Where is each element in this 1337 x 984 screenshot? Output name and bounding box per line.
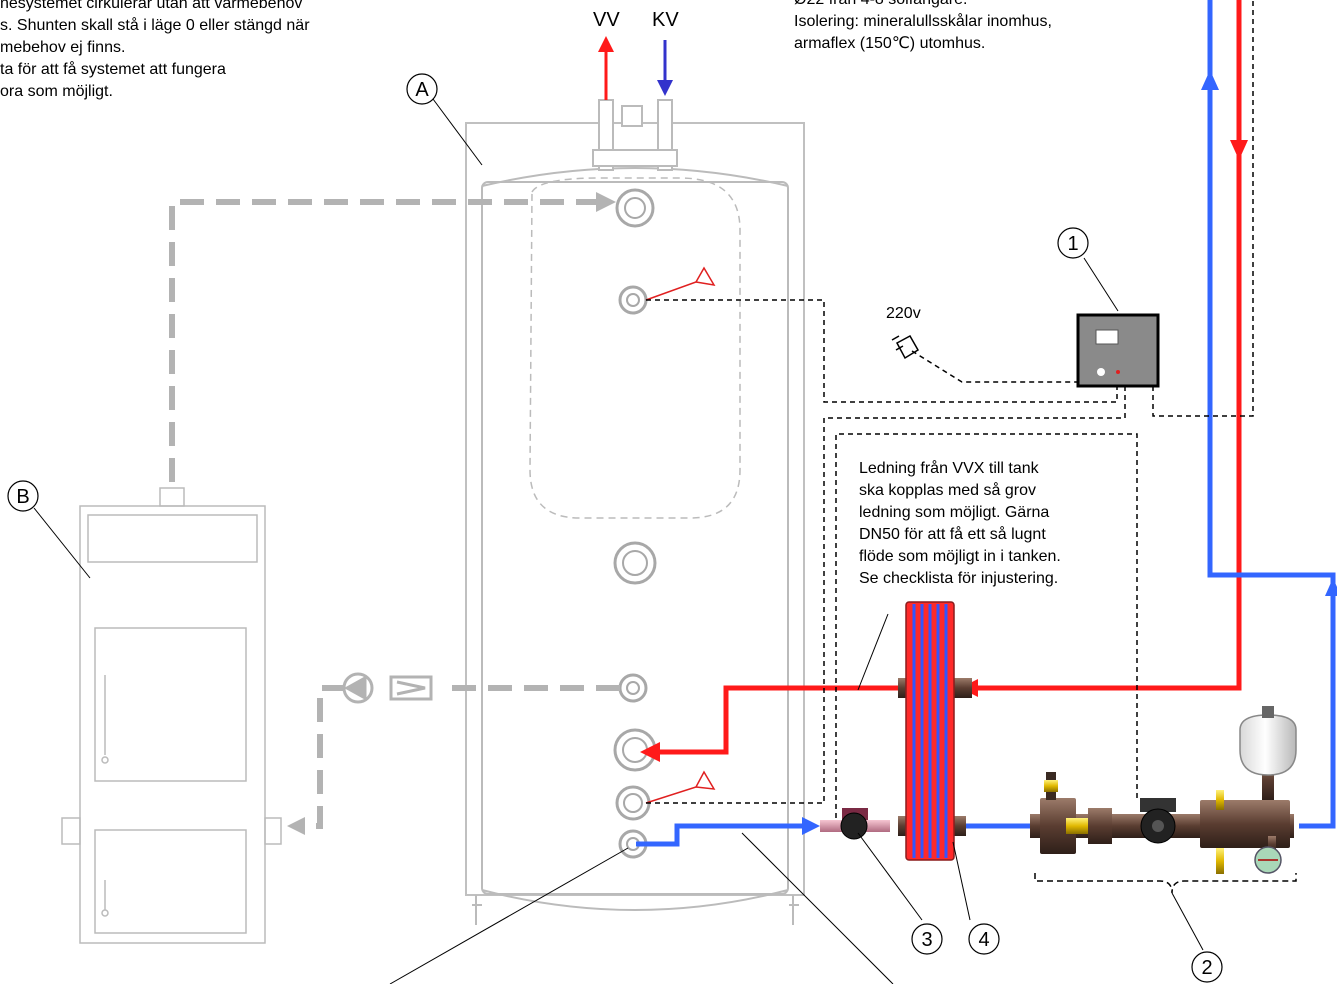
note-right-line-2: Isolering: mineralullsskålar inomhus,	[794, 13, 1052, 30]
callout-pump-3: 3	[911, 923, 943, 955]
expansion-vessel-icon	[1239, 706, 1297, 776]
tank-label: A	[415, 79, 429, 101]
pump-group-label: 2	[1201, 957, 1212, 979]
callout-pump-group-2: 2	[1191, 951, 1223, 983]
vvx-pipe-note: Ledning från VVX till tank ska kopplas m…	[859, 458, 1061, 590]
callout-controller-1: 1	[1057, 227, 1089, 259]
note-right-line-1: Ø22 från 4-8 solfångare.	[794, 0, 1052, 11]
cold-water-arrow	[657, 40, 673, 96]
vvx-note-line-4: DN50 för att få ett så lugnt	[859, 526, 1046, 543]
note-left-line-2: s. Shunten skall stå i läge 0 eller stän…	[0, 17, 310, 34]
hot-water-label: VV	[593, 9, 620, 31]
callout-heat-exchanger-4: 4	[968, 923, 1000, 955]
pump-group-bracket	[1034, 873, 1297, 894]
note-left-line-1: nesystemet cirkulerar utan att värmebeho…	[0, 0, 303, 12]
pump-label: 3	[921, 929, 932, 951]
plate-heat-exchanger	[898, 601, 972, 861]
vvx-note-line-6: Se checklista för injustering.	[859, 570, 1059, 587]
solar-pump-station	[1030, 760, 1294, 874]
temperature-sensor-icons	[645, 266, 716, 804]
vvx-note-line-5: flöde som möjligt in i tanken.	[859, 548, 1061, 565]
controller-label: 1	[1067, 233, 1078, 255]
boiler-circuit-arrows	[287, 192, 616, 835]
note-left-line-3: mebehov ej finns.	[0, 39, 126, 56]
cold-water-label: KV	[652, 9, 679, 31]
note-left-line-5: ora som möjligt.	[0, 83, 113, 100]
callout-tank-a: A	[406, 73, 438, 105]
installation-note-right: Ø22 från 4-8 solfångare. Isolering: mine…	[794, 0, 1052, 55]
boiler-check-valve-icon	[389, 675, 433, 701]
note-right-line-3: armaflex (150℃) utomhus.	[794, 35, 986, 52]
solar-controller	[1076, 313, 1160, 388]
leader-lines	[33, 98, 1204, 984]
solar-supply-pipe	[655, 0, 1242, 755]
boiler-circuit-dashed	[169, 199, 620, 829]
note-left-line-4: ta för att få systemet att fungera	[0, 61, 226, 78]
accumulator-tank	[465, 99, 805, 925]
boiler-label: B	[16, 486, 29, 508]
boiler-pump-icon	[342, 672, 374, 704]
tank-connections	[613, 188, 657, 859]
hot-water-arrow	[598, 36, 614, 100]
vvx-note-line-1: Ledning från VVX till tank	[859, 460, 1039, 477]
circulation-pump-icon	[820, 808, 890, 840]
wood-boiler	[61, 487, 282, 944]
callout-boiler-b: B	[7, 480, 39, 512]
power-plug-icon	[891, 334, 920, 360]
installation-note-left: nesystemet cirkulerar utan att värmebeho…	[0, 0, 310, 103]
solar-return-arrows	[802, 70, 1337, 835]
heat-exchanger-label: 4	[978, 929, 989, 951]
vvx-note-line-3: ledning som möjligt. Gärna	[859, 504, 1050, 521]
vvx-note-line-2: ska kopplas med så grov	[859, 482, 1036, 499]
control-wires-dashed	[646, 0, 1254, 818]
power-label: 220v	[886, 305, 921, 322]
